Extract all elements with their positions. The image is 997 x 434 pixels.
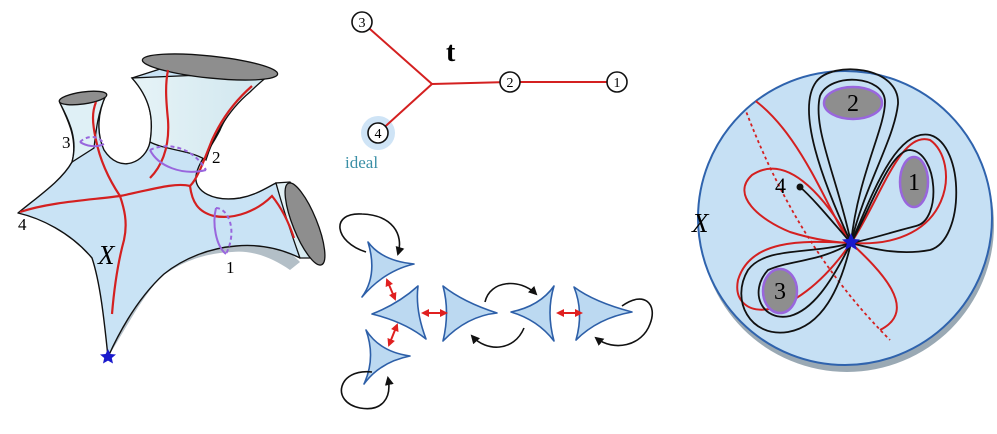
disk-space-label: X bbox=[691, 208, 710, 238]
tree-name: t bbox=[446, 37, 456, 68]
red-loop-bottom bbox=[736, 240, 852, 311]
rotate-arrow-c bbox=[340, 371, 394, 410]
ideal-triangle-f bbox=[573, 286, 633, 341]
boundary-label-1: 1 bbox=[226, 258, 235, 277]
star-icon bbox=[100, 349, 116, 364]
hole-label-1: 1 bbox=[908, 170, 920, 196]
disk-panel: X 4 2 1 3 bbox=[691, 68, 994, 372]
black-loop-2-inner bbox=[817, 78, 886, 244]
tube-1-opening bbox=[284, 182, 326, 266]
triangles-panel bbox=[339, 213, 654, 410]
ideal-triangle-c bbox=[363, 329, 411, 385]
swap-arrow-bc bbox=[387, 323, 399, 347]
black-loop-1-inner bbox=[850, 149, 935, 244]
hole-label-2: 2 bbox=[847, 91, 859, 117]
puncture-4-dot bbox=[796, 183, 804, 191]
tree-panel: 3 2 1 4 t ideal bbox=[345, 11, 628, 172]
surface-arcs bbox=[19, 69, 296, 315]
tube-2-opening bbox=[141, 53, 279, 81]
ideal-triangle-e bbox=[510, 285, 555, 342]
black-loop-3-outer bbox=[740, 242, 852, 334]
tree-node-circle-4 bbox=[367, 122, 389, 144]
rotate-arrow-a bbox=[339, 213, 405, 256]
hole-label-3: 3 bbox=[774, 279, 786, 305]
tree-node-label-3: 3 bbox=[359, 16, 366, 31]
tree-node-circle-2 bbox=[499, 71, 521, 93]
red-loop-left bbox=[743, 167, 852, 244]
tree-node-label-4: 4 bbox=[375, 127, 382, 142]
tree-edge-2 bbox=[431, 81, 511, 85]
tree-node-circle-3 bbox=[351, 11, 373, 33]
tree-edge-4 bbox=[377, 83, 433, 134]
hole-3 bbox=[761, 267, 799, 315]
ideal-label: ideal bbox=[345, 153, 378, 172]
puncture-label-4: 4 bbox=[775, 173, 786, 198]
red-loop-right bbox=[850, 138, 947, 245]
ideal-triangle-b bbox=[371, 285, 427, 340]
star-icon bbox=[842, 233, 860, 250]
hole-1 bbox=[898, 155, 930, 209]
boundary-label-3: 3 bbox=[62, 133, 71, 152]
boundary-label-2: 2 bbox=[212, 148, 221, 167]
black-loop-1-outer bbox=[850, 133, 957, 253]
rotate-arrow-ed bbox=[470, 327, 525, 348]
puncture-path-4 bbox=[799, 186, 852, 244]
surface-space-label: X bbox=[97, 240, 116, 270]
black-loop-2-outer bbox=[808, 68, 899, 244]
rotate-arrow-f bbox=[594, 298, 654, 347]
boundary-label-4: 4 bbox=[18, 215, 27, 234]
tree-node-label-1: 1 bbox=[614, 76, 621, 91]
surface-panel: X 3 2 4 1 bbox=[17, 53, 326, 364]
ideal-triangle-a bbox=[361, 241, 415, 298]
black-loop-3-inner bbox=[757, 242, 852, 318]
tube-3-opening bbox=[58, 90, 108, 106]
rotate-arrow-de bbox=[484, 282, 538, 303]
tree-node-label-2: 2 bbox=[507, 76, 514, 91]
surface-loops bbox=[79, 136, 233, 255]
disk-dotted-arc bbox=[737, 89, 891, 341]
hole-2 bbox=[822, 85, 884, 121]
swap-arrow-ab bbox=[385, 278, 397, 301]
tree-edge-3 bbox=[361, 21, 433, 85]
tree-node-circle-1 bbox=[606, 71, 628, 93]
